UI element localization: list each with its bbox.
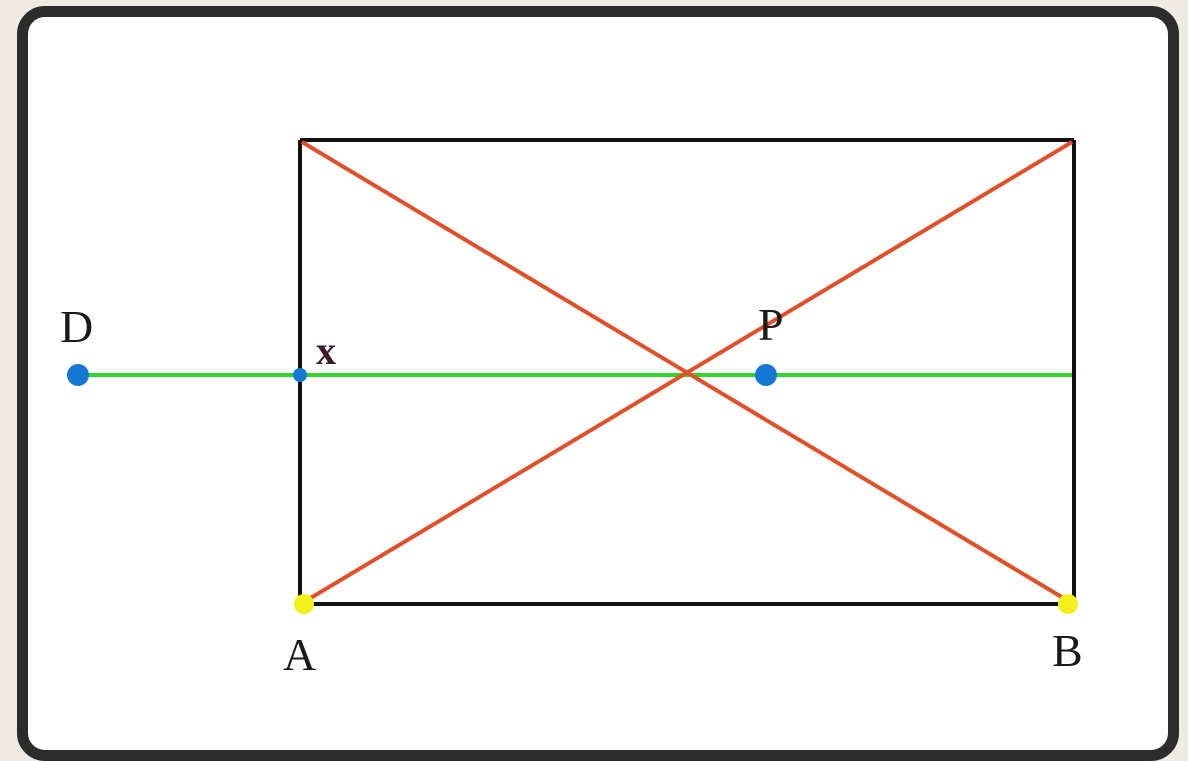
point-d xyxy=(67,364,89,386)
point-b xyxy=(1058,594,1078,614)
label-b: B xyxy=(1052,625,1083,676)
point-x xyxy=(293,368,307,382)
label-d: D xyxy=(60,301,93,352)
point-p xyxy=(755,364,777,386)
label-p: P xyxy=(758,299,784,350)
diagonal-a-to-top-right xyxy=(302,140,1074,604)
diagram-frame xyxy=(17,6,1179,761)
point-a xyxy=(294,594,314,614)
label-a: A xyxy=(283,629,316,680)
label-x: x xyxy=(316,328,336,373)
